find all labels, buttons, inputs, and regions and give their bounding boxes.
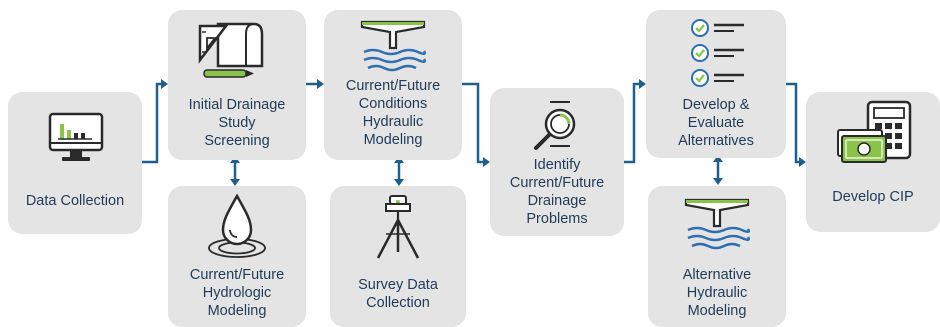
node-alternative-hydraulic: Alternative Hydraulic Modeling: [648, 186, 786, 327]
node-survey-data: Survey Data Collection: [330, 186, 466, 327]
checklist-icon: [690, 16, 748, 90]
arrowhead: [394, 179, 404, 186]
calculator-money-icon: [834, 100, 914, 168]
bridge-water-icon: [358, 18, 428, 74]
magnifier-pipe-icon: [530, 98, 584, 154]
arrowhead: [161, 79, 168, 89]
arrowhead: [639, 79, 646, 89]
node-hydrologic-modeling: Current/Future Hydrologic Modeling: [168, 186, 306, 327]
bridge-water-icon: [682, 196, 752, 252]
arrowhead: [230, 179, 240, 186]
node-label: Initial Drainage Study Screening: [188, 97, 286, 149]
node-label: Current/Future Conditions Hydraulic Mode…: [345, 78, 441, 148]
node-label: Develop & Evaluate Alternatives: [678, 97, 754, 149]
node-hydraulic-modeling: Current/Future Conditions Hydraulic Mode…: [324, 10, 462, 160]
node-data-collection: Data Collection: [8, 92, 142, 234]
node-develop-cip: Develop CIP: [806, 92, 940, 232]
connector-problems-to-alternatives: [624, 82, 640, 164]
node-label: Develop CIP: [832, 189, 914, 205]
blueprint-ruler-icon: [196, 20, 266, 80]
node-develop-alternatives: Develop & Evaluate Alternatives: [646, 10, 786, 158]
monitor-chart-icon: [48, 112, 104, 164]
node-label: Survey Data Collection: [358, 277, 438, 311]
node-label: Data Collection: [25, 193, 125, 209]
connector-data-to-screening: [142, 82, 164, 164]
connector-hydraulic-to-problems: [462, 82, 484, 164]
node-identify-problems: Identify Current/Future Drainage Problem…: [490, 88, 624, 236]
node-label: Current/Future Hydrologic Modeling: [189, 267, 285, 319]
arrowhead: [713, 155, 723, 162]
survey-tripod-icon: [372, 194, 424, 262]
water-drop-icon: [206, 194, 268, 260]
node-label: Identify Current/Future Drainage Problem…: [509, 157, 605, 227]
node-initial-screening: Initial Drainage Study Screening: [168, 10, 306, 160]
arrowhead: [483, 157, 490, 167]
arrowhead: [317, 79, 324, 89]
arrowhead: [799, 157, 806, 167]
node-label: Alternative Hydraulic Modeling: [682, 267, 752, 319]
arrowhead: [713, 178, 723, 185]
connector-alternatives-to-cip: [786, 82, 800, 164]
